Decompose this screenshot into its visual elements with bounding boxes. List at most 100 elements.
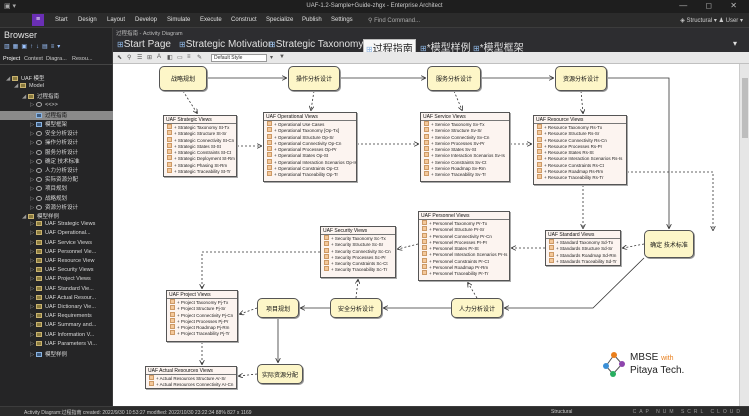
view-item[interactable]: + Project Traceability Pj-Tr [167, 330, 237, 336]
view-item[interactable]: + Resource Traceability Rs-Tr [534, 174, 626, 180]
layout-icon[interactable]: ⊞ [147, 55, 153, 61]
tree-item[interactable]: ▷服务分析设计 [0, 148, 113, 157]
tab-process-guide[interactable]: ⊞过程指南 [363, 39, 416, 55]
activity-personnel-analysis[interactable]: 人力分析设计 [451, 298, 503, 318]
tree-item[interactable]: ▷UAF Personnel Vie... [0, 248, 113, 258]
dependency-connector[interactable] [311, 90, 315, 110]
expand-chevron-icon[interactable]: ▷ [30, 248, 35, 255]
view-item[interactable]: + Strategic Taxonomy St-Tx [164, 124, 236, 130]
view-item[interactable]: + Resource Interaction Scenarios Rs-Is [534, 155, 626, 161]
view-box-operational[interactable]: UAF Operational Views+ Operational Use C… [263, 112, 357, 182]
activity-actual-resource[interactable]: 实际资源分配 [257, 364, 303, 384]
style-select[interactable]: Default Style [211, 54, 267, 62]
filter-icon[interactable]: ▤ [42, 44, 51, 50]
view-item[interactable]: + Service States Sv-St [421, 146, 509, 152]
expand-chevron-icon[interactable]: ▷ [30, 140, 35, 147]
tree-item[interactable]: ▷UAF Standard Vie... [0, 285, 113, 295]
expand-chevron-icon[interactable]: ▷ [30, 331, 35, 338]
dependency-connector[interactable] [623, 243, 645, 248]
tree-item[interactable]: ▷UAF Resource View [0, 258, 113, 267]
home-menu-button[interactable]: ≡ [32, 14, 44, 26]
fill-color-icon[interactable]: ◧ [167, 55, 173, 61]
view-item[interactable]: + Operational Constraints Op-Ct [264, 165, 356, 171]
zoom-icon[interactable]: ⚲ [127, 55, 132, 61]
flow-connector[interactable] [505, 257, 645, 308]
tree-item[interactable]: ◢UAF 模型 [0, 74, 113, 83]
dependency-connector[interactable] [398, 243, 419, 249]
view-item[interactable]: + Standards Traceability Sd-Tr [546, 258, 620, 264]
expand-chevron-icon[interactable]: ▷ [30, 267, 35, 274]
view-item[interactable]: + Personnel Taxonomy Pr-Tx [419, 220, 509, 226]
view-item[interactable]: + Security Constraints Sc-Ct [321, 260, 395, 266]
dependency-connector[interactable] [202, 251, 320, 288]
pointer-icon[interactable]: ⬉ [117, 55, 123, 61]
view-item[interactable]: + Operational Structure Op-Sr [264, 134, 356, 140]
view-item[interactable]: + Personnel Processes Pr-Pr [419, 239, 509, 245]
activity-operational-analysis[interactable]: 操作分析设计 [288, 66, 340, 91]
view-item[interactable]: + Strategic Structure St-Sr [164, 130, 236, 136]
view-item[interactable]: + Personnel Connectivity Pr-Cn [419, 233, 509, 239]
expand-chevron-icon[interactable]: ▷ [30, 352, 35, 358]
view-item[interactable]: + Actual Resources Connectivity Ar-Cn [146, 381, 236, 387]
expand-chevron-icon[interactable]: ▷ [30, 204, 35, 211]
format-painter-icon[interactable]: ✎ [197, 55, 203, 61]
tree-item[interactable]: ▷实际资源分配 [0, 175, 113, 184]
expand-chevron-icon[interactable]: ▷ [30, 112, 35, 119]
view-item[interactable]: + Operational Traceability Op-Tr [264, 171, 356, 177]
tree-item[interactable]: ▷资源分析设计 [0, 203, 113, 212]
quick-access-icon[interactable]: ▣ ▾ [4, 3, 17, 10]
expand-chevron-icon[interactable]: ◢ [22, 94, 27, 101]
browser-toolbar[interactable]: ▥▦▣↑↓▤≡▾ [4, 43, 63, 50]
expand-chevron-icon[interactable]: ▷ [30, 230, 35, 237]
view-box-service[interactable]: UAF Service Views+ Service Taxonomy Sv-T… [420, 112, 510, 182]
activity-service-analysis[interactable]: 服务分析设计 [427, 66, 481, 91]
expand-chevron-icon[interactable]: ▷ [30, 149, 35, 156]
tab-strategic-taxonomy[interactable]: ⊞Strategic Taxonomy [269, 39, 364, 50]
menu-start[interactable]: Start [55, 17, 68, 23]
scrollbar-thumb[interactable] [742, 78, 748, 138]
expand-chevron-icon[interactable]: ▷ [30, 239, 35, 246]
tree-item[interactable]: ▷战略规划 [0, 194, 113, 203]
move-down-icon[interactable]: ↓ [36, 44, 43, 50]
expand-chevron-icon[interactable]: ▷ [30, 322, 35, 329]
tree-item[interactable]: ▷UAF Dictionary Vie... [0, 304, 113, 313]
expand-chevron-icon[interactable]: ▷ [30, 186, 35, 193]
tree-item[interactable]: ▷项目规划 [0, 184, 113, 193]
view-item[interactable]: + Operational Use Cases [264, 121, 356, 127]
view-item[interactable]: + Project Processes Pj-Pr [167, 318, 237, 324]
view-item[interactable]: + Project Structure Pj-Sr [167, 305, 237, 311]
expand-chevron-icon[interactable]: ▷ [30, 221, 35, 228]
tree-item[interactable]: ▷<<>> [0, 101, 113, 111]
view-item[interactable]: + Standards Roadmap Sd-Rm [546, 252, 620, 258]
expand-chevron-icon[interactable]: ▷ [30, 131, 35, 138]
view-item[interactable]: + Service Constraints Sv-Ct [421, 159, 509, 165]
tree-item[interactable]: ▷UAF Information V... [0, 331, 113, 341]
dropdown-icon[interactable]: ▾ [57, 44, 64, 50]
view-item[interactable]: + Personnel States Pr-St [419, 245, 509, 251]
view-item[interactable]: + Personnel Traceability Pr-Tr [419, 270, 509, 276]
menu-construct[interactable]: Construct [231, 17, 257, 23]
tab-menu-icon[interactable]: ▾ [733, 39, 738, 48]
view-box-security[interactable]: UAF Security Views+ Security Taxonomy Sc… [320, 226, 396, 278]
browser-tab-context[interactable]: Context [24, 56, 43, 62]
expand-chevron-icon[interactable]: ▷ [30, 304, 35, 310]
tree-item[interactable]: ◢过程指南 [0, 92, 113, 101]
expand-chevron-icon[interactable]: ▷ [30, 158, 35, 165]
view-box-resource[interactable]: UAF Resource Views+ Resource Taxonomy Rs… [533, 115, 627, 185]
view-item[interactable]: + Project Roadmap Pj-Rm [167, 324, 237, 330]
view-item[interactable]: + Operational Processes Op-Pr [264, 146, 356, 152]
new-package-icon[interactable]: ▥ [4, 44, 13, 50]
view-item[interactable]: + Resource Constraints Rs-Ct [534, 162, 626, 168]
browser-tab-project[interactable]: Project [3, 56, 21, 62]
view-item[interactable]: + Resource Taxonomy Rs-Tx [534, 124, 626, 130]
view-item[interactable]: + Operational Interaction Scenarios Op-I… [264, 159, 356, 165]
dependency-connector[interactable] [453, 90, 462, 110]
tree-item[interactable]: ▷模型框架 [0, 120, 113, 129]
vertical-scrollbar[interactable] [739, 64, 749, 406]
view-item[interactable]: + Strategic Constraints St-Ct [164, 149, 236, 155]
menu-publish[interactable]: Publish [302, 17, 322, 23]
view-item[interactable]: + Strategic Phasing St-Rm [164, 162, 236, 168]
view-item[interactable]: + Service Interaction Scenarios Sv-Is [421, 152, 509, 158]
expand-chevron-icon[interactable]: ◢ [14, 83, 19, 90]
view-item[interactable]: + Standard Taxonomy Sd-Tx [546, 239, 620, 245]
